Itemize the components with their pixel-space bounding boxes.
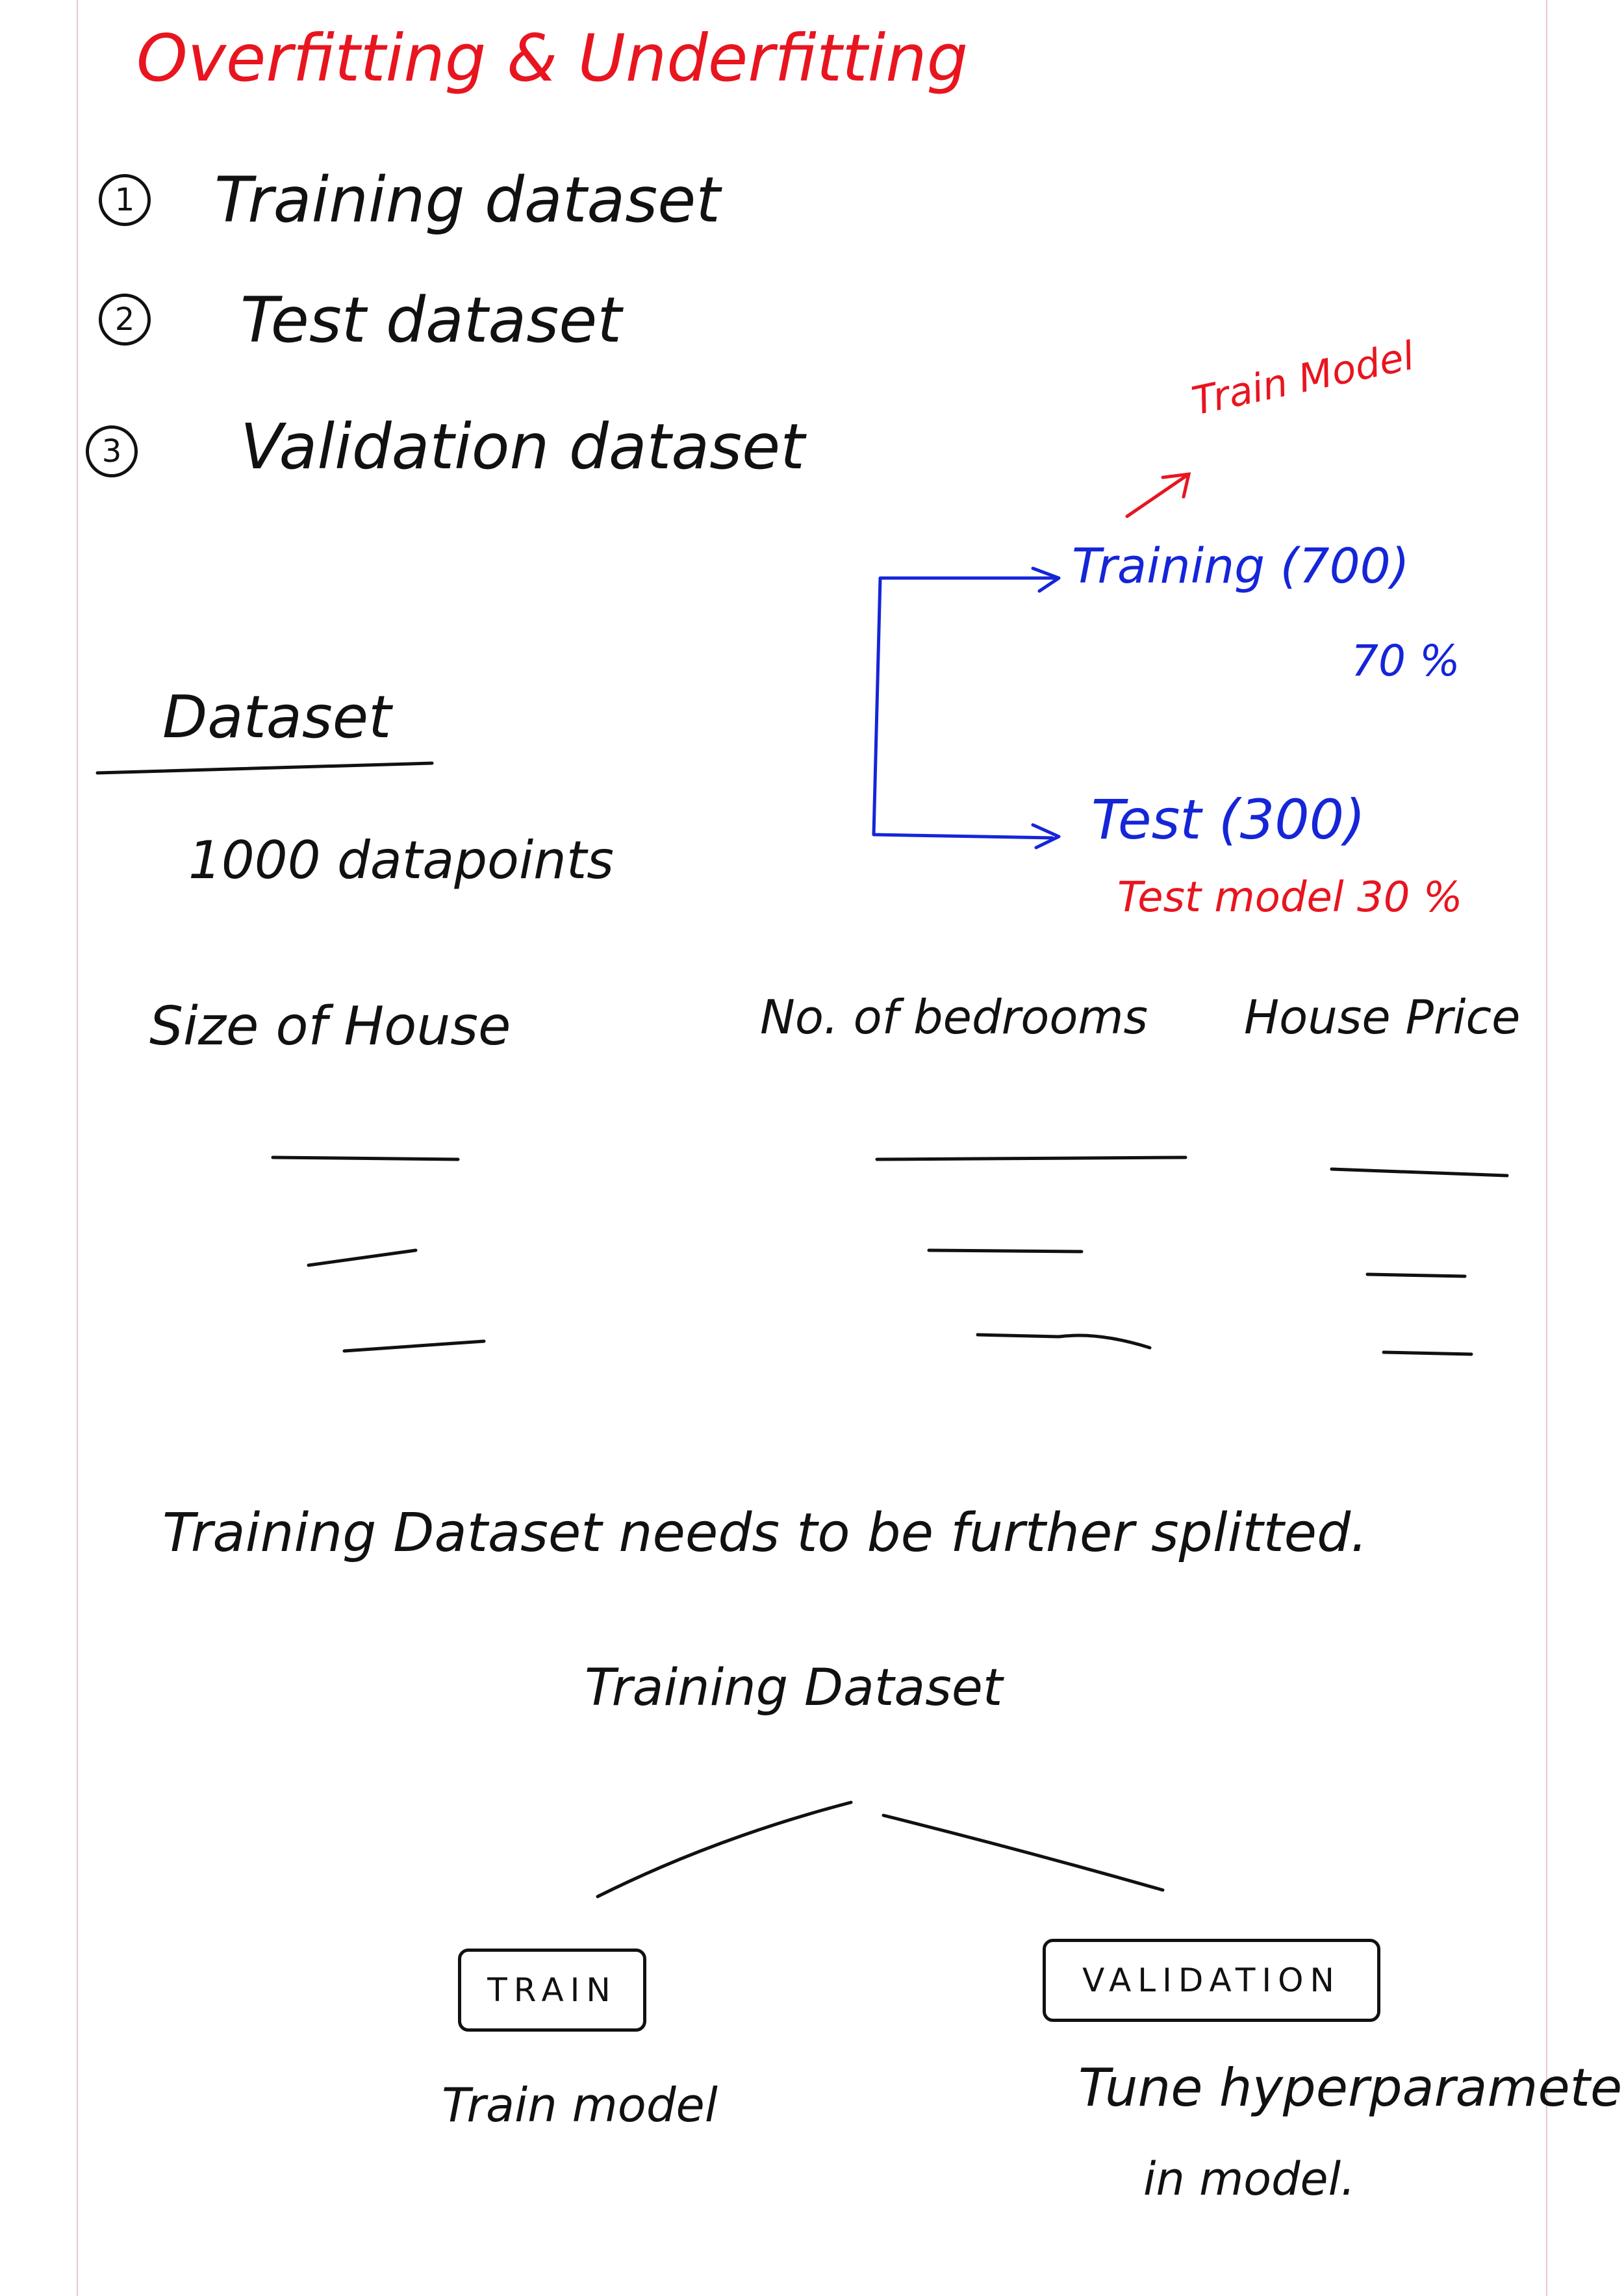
column-no-of-bedrooms: No. of bedrooms [760, 990, 1148, 1044]
validation-note-line1: Tune hyperparameters [1078, 2058, 1624, 2118]
train-box: TRAIN [458, 1949, 646, 2032]
split-test-note: Test model 30 % [1117, 874, 1463, 922]
list-item-test-dataset: Test dataset [240, 284, 622, 357]
page-margin-right [1546, 0, 1547, 2296]
validation-note-line2: in model. [1143, 2152, 1356, 2206]
split-training-percent: 70 % [1351, 636, 1460, 686]
tree-branches [596, 1800, 1165, 1899]
split-training-label: Training (700) [1072, 538, 1410, 594]
tree-root-label: Training Dataset [585, 1659, 1003, 1717]
train-note: Train model [442, 2078, 718, 2132]
split-bracket [872, 566, 1061, 850]
list-item-training-dataset: Training dataset [214, 164, 720, 236]
page-margin-left [77, 0, 78, 2296]
list-number-3: 3 [86, 425, 138, 477]
list-number-1: 1 [99, 174, 151, 226]
column-size-of-house: Size of House [149, 996, 511, 1057]
column-house-price: House Price [1244, 990, 1521, 1044]
split-test-label: Test (300) [1091, 788, 1365, 852]
dataset-underline [95, 761, 434, 775]
further-split-text: Training Dataset needs to be further spl… [162, 1502, 1368, 1564]
datapoints-text: 1000 datapoints [188, 830, 614, 890]
page-title: Overfitting & Underfitting [136, 20, 969, 96]
list-item-validation-dataset: Validation dataset [240, 410, 805, 483]
dataset-heading: Dataset [162, 683, 392, 751]
column-blank-lines [271, 1155, 1509, 1356]
validation-box: VALIDATION [1043, 1939, 1380, 2022]
train-model-arrow [1125, 472, 1191, 518]
list-number-2: 2 [99, 294, 151, 346]
